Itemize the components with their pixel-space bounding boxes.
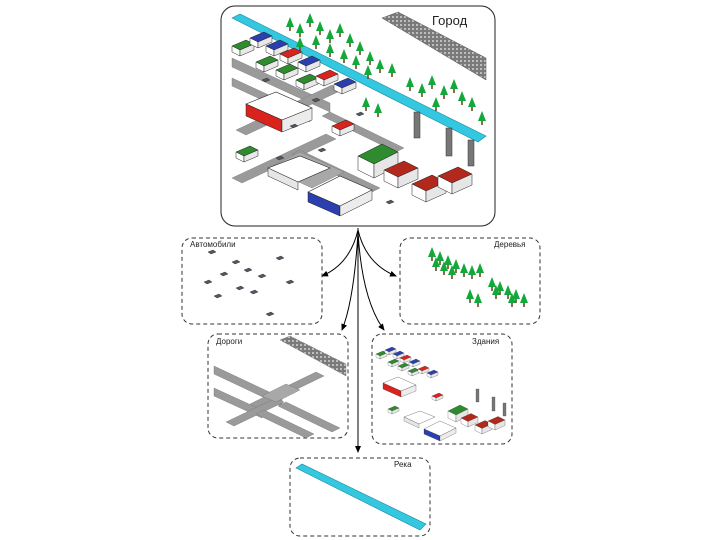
cars-panel-frame <box>181 237 323 325</box>
cars-panel <box>181 237 323 325</box>
river-panel <box>289 457 431 537</box>
city-river <box>231 13 487 143</box>
city-panel <box>220 5 496 227</box>
arrow-to-roads <box>341 231 359 331</box>
city-title: Город <box>432 13 468 28</box>
buildings-panel <box>371 333 513 445</box>
river-title: Река <box>394 460 412 469</box>
arrow-to-cars <box>321 229 359 277</box>
roads-panel <box>207 333 349 439</box>
cars-title: Автомобили <box>190 240 236 249</box>
trees-panel <box>399 237 541 325</box>
roads-title: Дороги <box>216 337 243 346</box>
buildings-layer-items <box>375 346 507 442</box>
city-store <box>245 91 313 133</box>
city-flat-buildings <box>267 155 373 217</box>
trees-panel-frame <box>399 237 541 325</box>
arrow-to-buildings <box>357 231 385 331</box>
city-factories <box>357 111 475 203</box>
trees-title: Деревья <box>494 240 526 249</box>
river-layer-item <box>295 463 427 531</box>
roads-layer-items <box>213 335 347 439</box>
buildings-title: Здания <box>472 337 500 346</box>
city-railway <box>381 11 487 81</box>
arrow-to-trees <box>357 229 397 277</box>
decomposition-arrows <box>321 228 397 453</box>
roads-panel-frame <box>207 333 349 439</box>
